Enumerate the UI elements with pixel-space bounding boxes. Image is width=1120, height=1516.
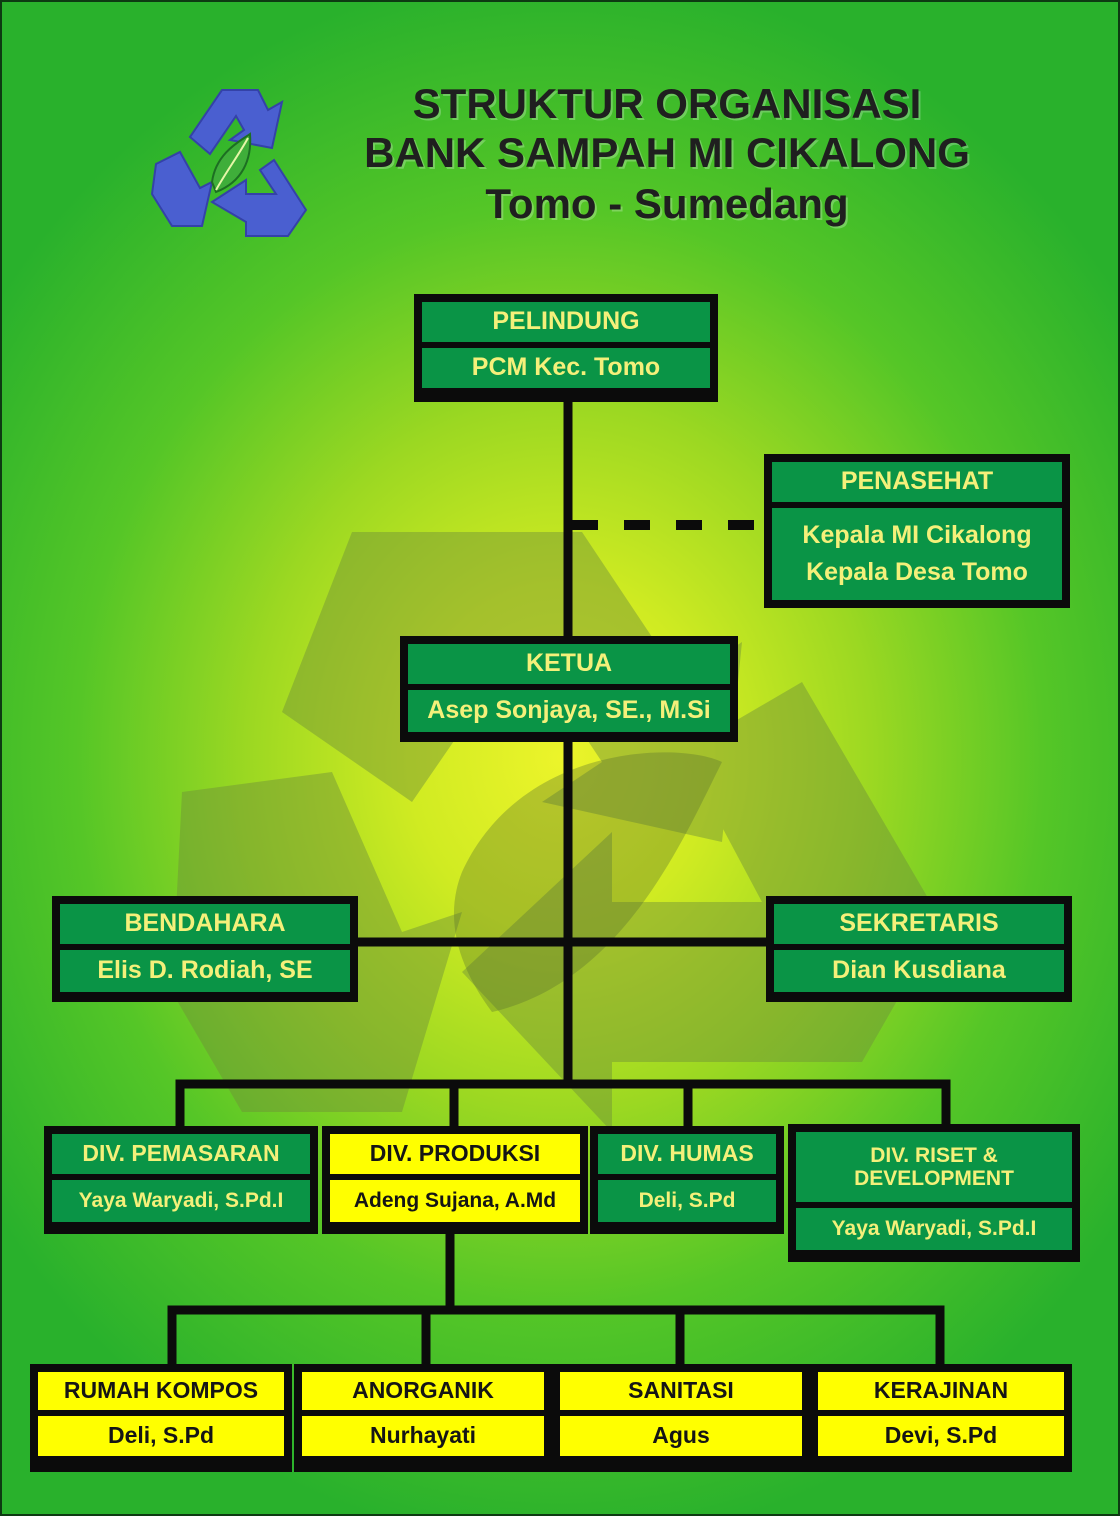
title-line-2: BANK SAMPAH MI CIKALONG: [364, 129, 970, 176]
division-role: DIV. PRODUKSI: [330, 1134, 580, 1174]
bendahara-box: BENDAHARA Elis D. Rodiah, SE: [52, 896, 358, 1002]
unit-role: SANITASI: [560, 1372, 802, 1410]
division-role: DIV. RISET & DEVELOPMENT: [796, 1132, 1072, 1202]
unit-role: RUMAH KOMPOS: [38, 1372, 284, 1410]
title-line-3: Tomo - Sumedang: [485, 180, 849, 227]
ketua-role: KETUA: [408, 644, 730, 684]
pelindung-name: PCM Kec. Tomo: [422, 348, 710, 388]
ketua-name: Asep Sonjaya, SE., M.Si: [408, 690, 730, 732]
unit-name: Devi, S.Pd: [818, 1416, 1064, 1456]
division-box-humas: DIV. HUMAS Deli, S.Pd: [590, 1126, 784, 1234]
sekretaris-box: SEKRETARIS Dian Kusdiana: [766, 896, 1072, 1002]
unit-name: Nurhayati: [302, 1416, 544, 1456]
unit-box-sanitasi: SANITASI Agus: [552, 1364, 810, 1472]
unit-box-anorganik: ANORGANIK Nurhayati: [294, 1364, 552, 1472]
sekretaris-role: SEKRETARIS: [774, 904, 1064, 944]
penasehat-box: PENASEHAT Kepala MI Cikalong Kepala Desa…: [764, 454, 1070, 608]
pelindung-role: PELINDUNG: [422, 302, 710, 342]
recycle-watermark-icon: [172, 532, 942, 1132]
division-name: Yaya Waryadi, S.Pd.I: [796, 1208, 1072, 1250]
penasehat-names: Kepala MI Cikalong Kepala Desa Tomo: [772, 508, 1062, 600]
bendahara-name: Elis D. Rodiah, SE: [60, 950, 350, 992]
title-line-1: STRUKTUR ORGANISASI: [412, 80, 922, 127]
division-box-produksi: DIV. PRODUKSI Adeng Sujana, A.Md: [322, 1126, 588, 1234]
ketua-box: KETUA Asep Sonjaya, SE., M.Si: [400, 636, 738, 742]
division-name: Yaya Waryadi, S.Pd.I: [52, 1180, 310, 1222]
unit-role: KERAJINAN: [818, 1372, 1064, 1410]
sekretaris-name: Dian Kusdiana: [774, 950, 1064, 992]
unit-role: ANORGANIK: [302, 1372, 544, 1410]
pelindung-box: PELINDUNG PCM Kec. Tomo: [414, 294, 718, 402]
unit-name: Deli, S.Pd: [38, 1416, 284, 1456]
recycle-logo-icon: [150, 89, 308, 237]
division-box-pemasaran: DIV. PEMASARAN Yaya Waryadi, S.Pd.I: [44, 1126, 318, 1234]
unit-box-kerajinan: KERAJINAN Devi, S.Pd: [810, 1364, 1072, 1472]
division-role: DIV. HUMAS: [598, 1134, 776, 1174]
unit-name: Agus: [560, 1416, 802, 1456]
bendahara-role: BENDAHARA: [60, 904, 350, 944]
unit-box-rumah-kompos: RUMAH KOMPOS Deli, S.Pd: [30, 1364, 292, 1472]
division-name: Deli, S.Pd: [598, 1180, 776, 1222]
penasehat-role: PENASEHAT: [772, 462, 1062, 502]
division-name: Adeng Sujana, A.Md: [330, 1180, 580, 1222]
penasehat-name-2: Kepala Desa Tomo: [806, 558, 1028, 586]
penasehat-name-1: Kepala MI Cikalong: [802, 520, 1032, 549]
division-role: DIV. PEMASARAN: [52, 1134, 310, 1174]
division-box-riset: DIV. RISET & DEVELOPMENT Yaya Waryadi, S…: [788, 1124, 1080, 1262]
